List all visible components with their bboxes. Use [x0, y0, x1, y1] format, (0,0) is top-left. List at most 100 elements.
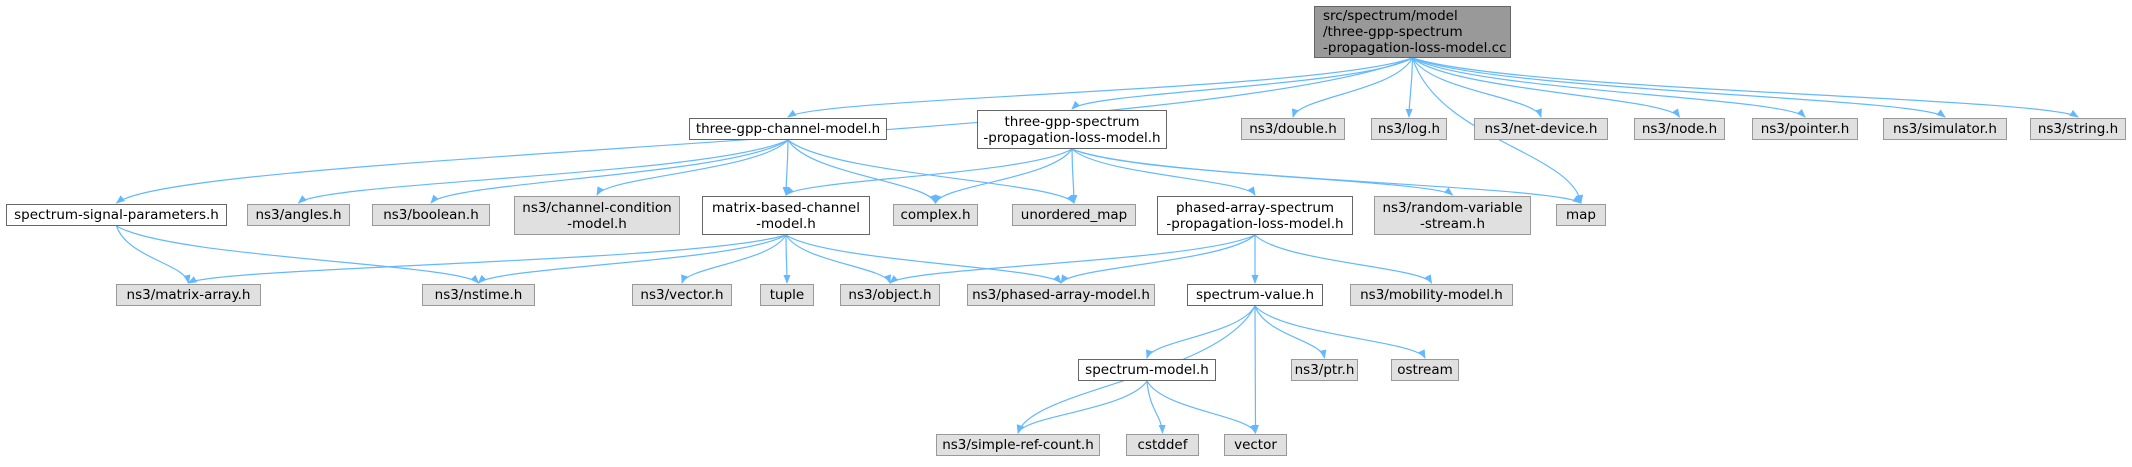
node-paspl: phased-array-spectrum-propagation-loss-m…: [1157, 196, 1353, 235]
node-label-line: three-gpp-channel-model.h: [695, 121, 881, 137]
node-label-line: -propagation-loss-model.cc: [1323, 40, 1507, 56]
node-chancond: ns3/channel-condition-model.h: [514, 196, 680, 235]
edge-paspl-to-pam: [1060, 234, 1256, 284]
edge-root-to-double: [1291, 57, 1414, 118]
node-pam: ns3/phased-array-model.h: [967, 284, 1155, 306]
edge-spval-to-vector: [1251, 305, 1259, 434]
node-simpleref: ns3/simple-ref-count.h: [936, 434, 1100, 456]
node-label-line: ns3/ptr.h: [1294, 362, 1355, 378]
edge-tgsplm-to-randvar: [1071, 148, 1454, 196]
node-label-line: ns3/simple-ref-count.h: [942, 437, 1094, 453]
edge-tgcm-to-mbcm: [782, 139, 790, 196]
node-label-line: -model.h: [756, 215, 816, 232]
node-ptr: ns3/ptr.h: [1291, 359, 1358, 381]
edge-root-to-ssp: [115, 57, 1413, 204]
node-label-line: -propagation-loss-model.h: [1166, 215, 1344, 232]
node-root: src/spectrum/model/three-gpp-spectrum-pr…: [1314, 6, 1511, 58]
node-matrix: ns3/matrix-array.h: [116, 284, 261, 306]
edge-tgsplm-to-complex: [934, 148, 1073, 204]
node-log: ns3/log.h: [1371, 118, 1447, 140]
node-tgcm: three-gpp-channel-model.h: [689, 118, 887, 140]
edge-paspl-to-mobility: [1254, 234, 1433, 284]
node-label-line: ns3/simulator.h: [1893, 121, 1997, 137]
node-label-line: ns3/mobility-model.h: [1360, 287, 1503, 303]
edge-mbcm-to-vector3: [681, 234, 787, 284]
node-label-line: ns3/pointer.h: [1760, 121, 1850, 137]
node-label-line: three-gpp-spectrum: [1004, 113, 1140, 130]
node-ssp: spectrum-signal-parameters.h: [6, 204, 227, 226]
node-label-line: src/spectrum/model: [1323, 8, 1458, 24]
node-label-line: tuple: [769, 287, 805, 303]
edge-tgsplm-to-map: [1071, 148, 1582, 204]
node-label-line: ns3/phased-array-model.h: [972, 287, 1150, 303]
node-label-line: map: [1566, 207, 1596, 223]
edge-mbcm-to-tuple: [783, 234, 791, 284]
node-tgsplm: three-gpp-spectrum-propagation-loss-mode…: [977, 110, 1167, 149]
node-angles: ns3/angles.h: [247, 204, 350, 226]
edge-spmodel-to-cstddef: [1146, 380, 1166, 434]
node-spmodel: spectrum-model.h: [1078, 359, 1216, 381]
node-unordered: unordered_map: [1012, 204, 1136, 226]
edge-mbcm-to-matrix: [187, 234, 787, 284]
node-label-line: ns3/channel-condition: [522, 199, 672, 216]
node-map: map: [1556, 204, 1606, 226]
node-cstddef: cstddef: [1126, 434, 1199, 456]
edge-paspl-to-object: [889, 234, 1256, 284]
node-ostream: ostream: [1391, 359, 1459, 381]
node-vector: vector: [1224, 434, 1287, 456]
node-label-line: ns3/boolean.h: [383, 207, 479, 223]
node-label-line: ns3/log.h: [1377, 121, 1441, 137]
edge-tgcm-to-chancond: [596, 139, 789, 196]
node-mobility: ns3/mobility-model.h: [1350, 284, 1513, 306]
node-label-line: complex.h: [900, 207, 971, 223]
edge-ssp-to-nstime: [116, 225, 480, 284]
node-label-line: ns3/string.h: [2037, 121, 2119, 137]
edge-tgcm-to-unordered: [787, 139, 1075, 204]
node-label-line: cstddef: [1137, 437, 1188, 453]
node-node: ns3/node.h: [1634, 118, 1725, 140]
node-label-line: /three-gpp-spectrum: [1323, 24, 1463, 40]
edge-root-to-netdevice: [1411, 57, 1542, 118]
node-simulator: ns3/simulator.h: [1883, 118, 2007, 140]
edge-spval-to-ostream: [1254, 305, 1426, 359]
node-label-line: vector: [1234, 437, 1277, 453]
node-label-line: -propagation-loss-model.h: [983, 129, 1161, 146]
edge-mbcm-to-object: [785, 234, 891, 284]
edge-mbcm-to-pam: [785, 234, 1062, 284]
node-randvar: ns3/random-variable-stream.h: [1374, 196, 1531, 235]
edge-spval-to-ptr: [1254, 305, 1327, 359]
node-tuple: tuple: [760, 284, 814, 306]
edge-tgsplm-to-mbcm: [785, 148, 1073, 196]
node-label-line: spectrum-value.h: [1195, 287, 1315, 303]
edge-root-to-pointer: [1412, 57, 1806, 118]
node-netdevice: ns3/net-device.h: [1474, 118, 1608, 140]
node-label-line: matrix-based-channel: [712, 199, 860, 216]
node-string: ns3/string.h: [2030, 118, 2126, 140]
node-nstime: ns3/nstime.h: [422, 284, 535, 306]
node-label-line: ns3/node.h: [1641, 121, 1718, 137]
node-label-line: ns3/vector.h: [640, 287, 724, 303]
edge-tgcm-to-complex: [787, 139, 937, 204]
edge-root-to-simulator: [1412, 57, 1946, 118]
edge-tgcm-to-angles: [297, 139, 789, 204]
node-label-line: ns3/angles.h: [255, 207, 342, 223]
node-label-line: ns3/double.h: [1249, 121, 1337, 137]
node-mbcm: matrix-based-channel-model.h: [702, 196, 870, 235]
node-label-line: ostream: [1397, 362, 1453, 378]
node-vector3: ns3/vector.h: [632, 284, 732, 306]
node-label-line: phased-array-spectrum: [1175, 199, 1335, 216]
node-boolean: ns3/boolean.h: [372, 204, 490, 226]
node-label-line: unordered_map: [1020, 207, 1128, 223]
edge-tgsplm-to-paspl: [1071, 148, 1256, 196]
edge-tgsplm-to-unordered: [1070, 148, 1078, 204]
node-complex: complex.h: [893, 204, 978, 226]
edge-ssp-to-matrix: [115, 225, 191, 284]
edge-root-to-node: [1412, 57, 1681, 118]
node-spval: spectrum-value.h: [1187, 284, 1323, 306]
node-object: ns3/object.h: [840, 284, 940, 306]
edge-root-to-tgsplm: [1071, 57, 1413, 110]
edge-root-to-map: [1411, 57, 1584, 204]
node-double: ns3/double.h: [1241, 118, 1345, 140]
edge-spmodel-to-simpleref: [1017, 380, 1148, 434]
